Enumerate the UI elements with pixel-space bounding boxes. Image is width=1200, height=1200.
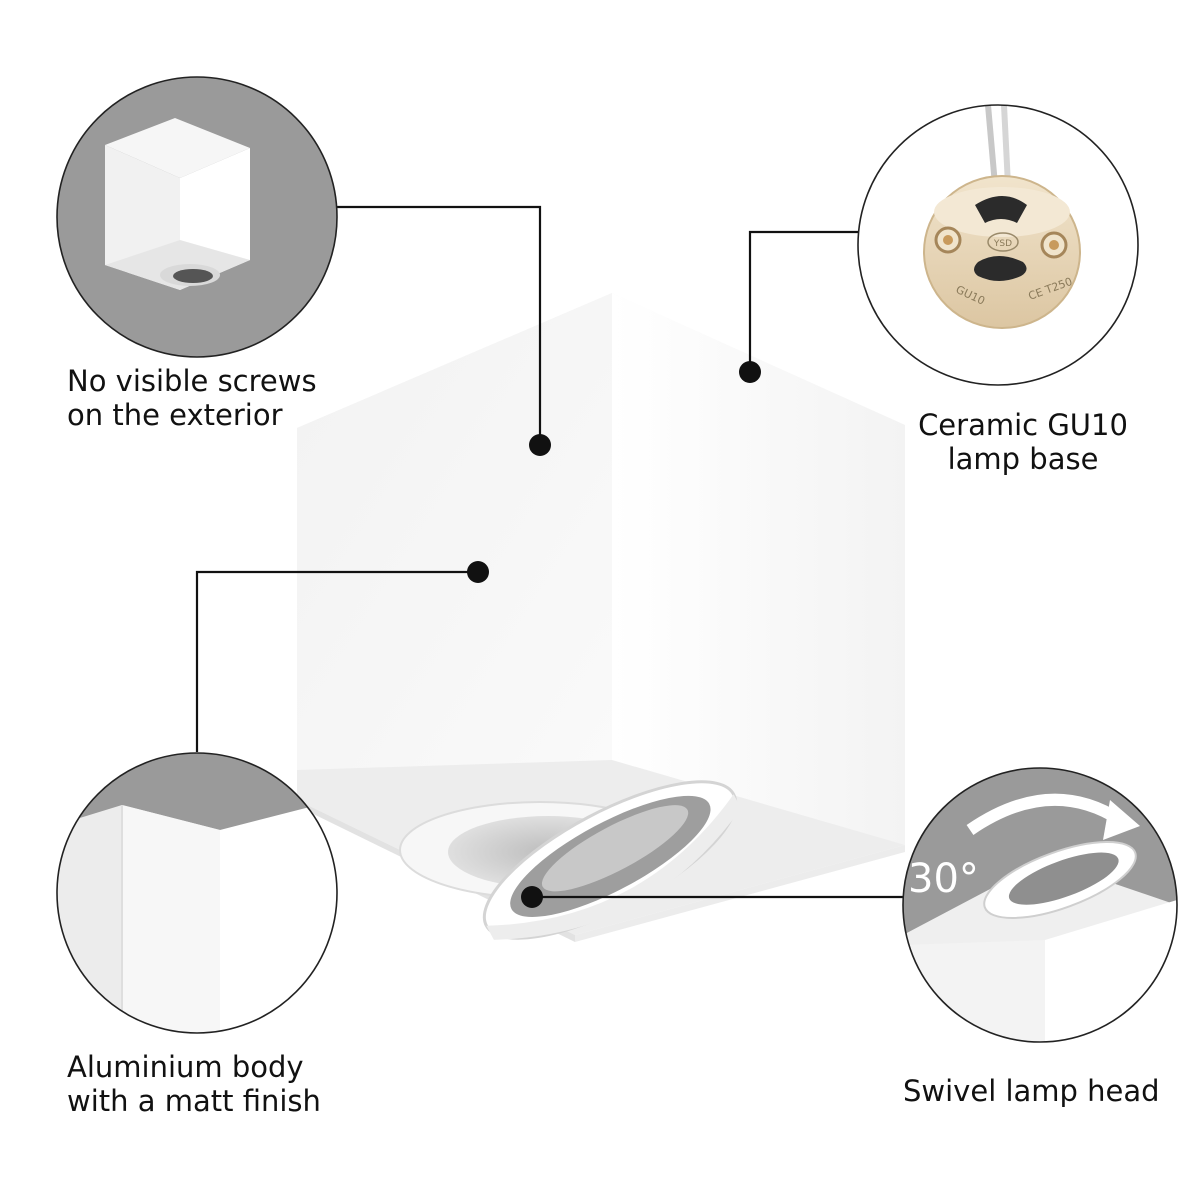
leader-lines <box>195 205 903 899</box>
dot-ceramic <box>739 361 761 383</box>
caption-alu-line1: Aluminium body <box>67 1050 304 1084</box>
dot-swivel <box>521 886 543 908</box>
caption-no-visible-screws: No visible screws on the exterior <box>67 364 317 432</box>
lamp-left-face <box>297 293 612 790</box>
dot-aluminium <box>467 561 489 583</box>
caption-screws-line2: on the exterior <box>67 398 283 432</box>
rotation-arrow-icon <box>966 793 1124 835</box>
caption-ceramic-line2: lamp base <box>947 442 1099 476</box>
lamp-body <box>297 293 905 942</box>
leader-screws <box>337 205 542 445</box>
leader-aluminium <box>195 570 478 752</box>
lamp-right-face <box>612 293 905 845</box>
swivel-angle-label: 30° <box>908 856 979 902</box>
caption-alu-line2: with a matt finish <box>67 1084 321 1118</box>
zoom-aluminium-body <box>56 752 338 1034</box>
caption-swivel-line1: Swivel lamp head <box>903 1074 1160 1108</box>
zoom-swivel-head: 30° <box>902 767 1178 1043</box>
caption-screws-line1: No visible screws <box>67 364 317 398</box>
leader-ceramic <box>748 230 858 372</box>
caption-aluminium-body: Aluminium body with a matt finish <box>67 1050 321 1118</box>
caption-ceramic-line1: Ceramic GU10 <box>918 408 1128 442</box>
leader-dots <box>467 361 761 908</box>
caption-swivel-head: Swivel lamp head <box>903 1074 1160 1108</box>
zoom-no-screws <box>56 76 338 358</box>
swivel-head <box>482 780 742 940</box>
caption-ceramic-base: Ceramic GU10 lamp base <box>858 408 1188 476</box>
dot-screws <box>529 434 551 456</box>
socket-brand-mark: YSD <box>993 239 1012 249</box>
zoom-ceramic-base: YSD GU10 CE T250 <box>857 104 1139 386</box>
